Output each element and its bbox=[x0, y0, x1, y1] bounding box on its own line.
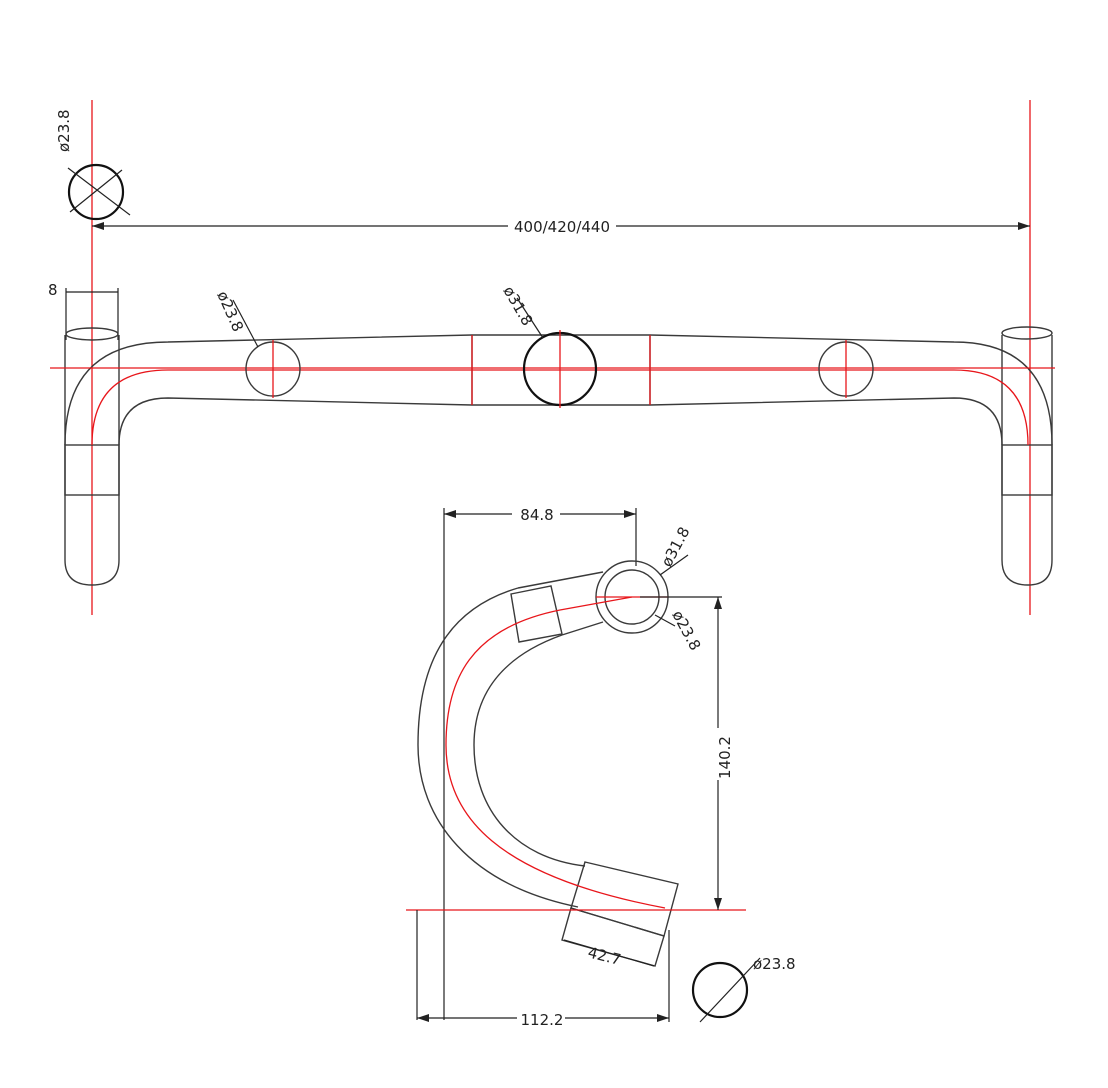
reach-dimension: 84.8 bbox=[443, 506, 637, 1020]
bottom-dimension-label: 112.2 bbox=[521, 1011, 564, 1029]
width-dimension-label: 400/420/440 bbox=[514, 218, 610, 236]
width-dimension: 400/420/440 bbox=[92, 216, 1030, 236]
partial-dimension-label: 8 bbox=[48, 281, 58, 299]
drop-outer-outline bbox=[417, 587, 579, 908]
end-dimension-label: 42.7 bbox=[586, 943, 623, 969]
side-view: 84.8 140.2 bbox=[406, 506, 796, 1029]
grip-diameter-label-bottom: ø23.8 bbox=[753, 955, 796, 973]
bottom-dimension: 112.2 bbox=[416, 910, 670, 1029]
side-bar-diameter-label: ø23.8 bbox=[668, 607, 704, 653]
drop-inner-outline bbox=[473, 634, 586, 867]
right-drop-tube bbox=[1001, 335, 1053, 586]
clamp-diameter-label: ø31.8 bbox=[500, 283, 537, 329]
top-view-centerline bbox=[91, 369, 1029, 446]
upper-ferrule bbox=[510, 585, 563, 643]
grip-section-bottom: ø23.8 bbox=[691, 955, 796, 1023]
end-cap bbox=[561, 907, 665, 967]
end-dimension: 42.7 bbox=[563, 939, 655, 969]
drop-dimension-label: 140.2 bbox=[716, 736, 734, 779]
left-drop-tube bbox=[64, 335, 120, 586]
side-view-centerline bbox=[445, 596, 666, 909]
reach-dimension-label: 84.8 bbox=[520, 506, 553, 524]
grip-diameter-label-topleft: ø23.8 bbox=[55, 109, 73, 152]
top-view: 400/420/440 ø23.8 8 bbox=[48, 100, 1055, 615]
side-clamp-diameter-label: ø31.8 bbox=[658, 524, 694, 570]
drop-dimension: 140.2 bbox=[640, 596, 734, 910]
bar-diameter-label: ø23.8 bbox=[213, 288, 247, 334]
grip-section-topleft: ø23.8 bbox=[55, 109, 131, 221]
left-partial-dimension: 8 bbox=[48, 281, 119, 340]
bar-top-outline bbox=[64, 334, 1053, 446]
